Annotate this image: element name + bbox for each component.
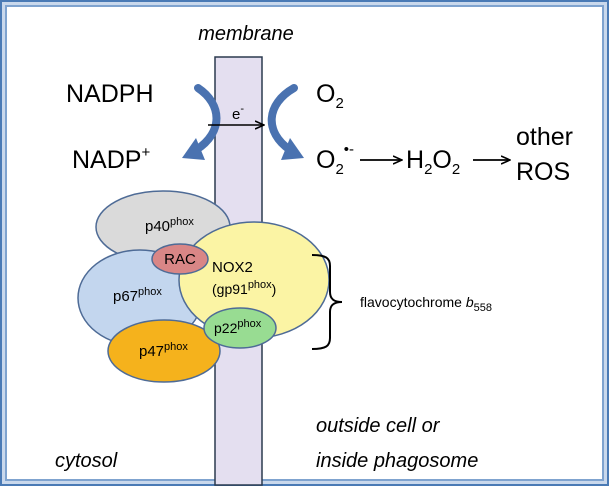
flavocytochrome-label: flavocytochrome b558 — [360, 294, 492, 314]
svg-text:(gp91phox): (gp91phox) — [212, 279, 276, 297]
nadph-curved-arrow — [182, 84, 221, 160]
outside-cell-label: outside cell or — [316, 415, 441, 437]
svg-text:p22phox: p22phox — [214, 318, 262, 336]
nadp-label: NADP+ — [72, 144, 150, 174]
superoxide-label: O2•- — [316, 141, 354, 178]
svg-text:NOX2: NOX2 — [212, 259, 253, 276]
other-label: other — [516, 123, 573, 151]
ros-label: ROS — [516, 158, 570, 186]
nox2-protein: NOX2 (gp91phox) — [178, 221, 330, 339]
oxygen-label: O2 — [316, 80, 344, 112]
svg-text:p47phox: p47phox — [139, 341, 188, 360]
membrane-label: membrane — [198, 23, 294, 45]
hydrogen-peroxide-label: H2O2 — [406, 146, 460, 178]
rac-protein: RAC — [151, 243, 209, 275]
p47-protein: p47phox — [107, 319, 221, 383]
svg-text:p40phox: p40phox — [145, 216, 194, 235]
electron-label: e- — [232, 103, 244, 123]
nadph-label: NADPH — [66, 80, 154, 108]
svg-text:p67phox: p67phox — [113, 286, 162, 305]
cytosol-label: cytosol — [55, 450, 118, 472]
inside-phagosome-label: inside phagosome — [316, 450, 478, 472]
oxygen-curved-arrow — [267, 84, 304, 160]
svg-text:RAC: RAC — [164, 251, 196, 268]
flavocytochrome-brace — [311, 254, 343, 350]
p22-protein: p22phox — [203, 307, 277, 349]
